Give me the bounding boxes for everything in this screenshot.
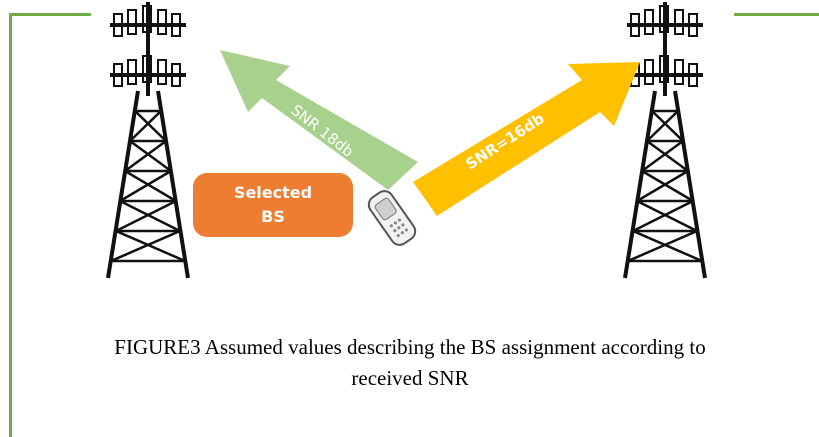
selected-bs-box: Selected BS [193,173,353,237]
left-tower-icon [106,0,190,280]
mobile-phone-icon [367,190,417,246]
caption-line-2: received SNR [351,366,469,390]
figure-caption: FIGURE3 Assumed values describing the BS… [20,332,800,394]
frame-top-left [9,13,91,16]
bs-assignment-diagram: SNR 18db SNR=16db Selected BS [106,0,707,280]
snr-left-arrow: SNR 18db [220,50,418,190]
frame-top-right [734,13,819,16]
selected-bs-line1: Selected [234,183,312,202]
snr-right-arrow: SNR=16db [413,62,640,216]
right-tower-icon [623,0,707,280]
caption-line-1: FIGURE3 Assumed values describing the BS… [114,335,706,359]
selected-bs-line2: BS [261,207,285,226]
frame-left [9,13,12,437]
